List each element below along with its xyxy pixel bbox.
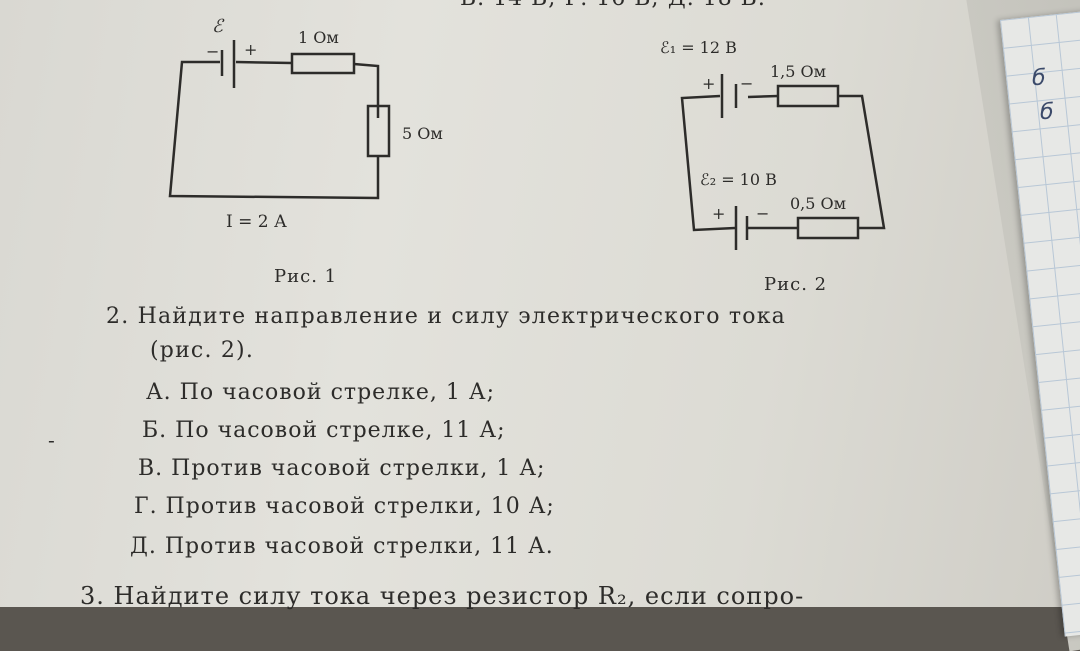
fig2-battery2-minus: − — [756, 204, 770, 223]
fig2-battery2-plus: + — [712, 204, 726, 223]
notebook-handwriting-1: б — [1032, 66, 1046, 91]
fig1-resistor-2 — [366, 104, 391, 158]
fig1-minus-sign: − — [206, 42, 220, 61]
fig1-caption: Рис. 1 — [274, 266, 338, 287]
fig2-wire-top-mid — [747, 94, 779, 99]
fig2-wire-left — [680, 94, 736, 232]
fig2-caption: Рис. 2 — [764, 274, 828, 295]
fig1-emf-symbol: ℰ — [212, 16, 223, 37]
question-line-1: 2. Найдите направление и силу электричес… — [106, 304, 786, 329]
fig2-resistor-2-label: 0,5 Ом — [790, 194, 847, 213]
fig1-wire-right-top — [353, 62, 380, 118]
fig1-current-label: I = 2 А — [226, 212, 287, 232]
cut-off-next-question: 3. Найдите силу тока через резистор R₂, … — [80, 582, 805, 610]
answer-option-d: Д. Против часовой стрелки, 11 А. — [130, 534, 554, 559]
fig2-resistor-1-label: 1,5 Ом — [770, 62, 827, 81]
answer-option-b: Б. По часовой стрелке, 11 А; — [142, 418, 506, 443]
fig2-wire-right — [838, 94, 886, 230]
fig2-resistor-2 — [796, 216, 860, 240]
fig2-battery1-minus: − — [740, 74, 754, 93]
answer-option-v: В. Против часовой стрелки, 1 А; — [138, 456, 546, 481]
cut-off-answers-line: В. 14 В; Г. 16 В; Д. 18 В. — [460, 0, 766, 11]
fig1-resistor-1-label: 1 Ом — [298, 28, 339, 47]
fig2-battery1-plus: + — [702, 74, 716, 93]
figure-2-circuit — [680, 74, 886, 250]
question-line-2: (рис. 2). — [150, 338, 255, 363]
fig2-resistor-1 — [776, 84, 840, 108]
fig1-plus-sign: + — [244, 40, 258, 59]
fig1-wire-battery-resistor — [235, 60, 293, 65]
figure-1-circuit — [168, 40, 391, 200]
fig1-resistor-2-label: 5 Ом — [402, 124, 443, 143]
answer-option-g: Г. Против часовой стрелки, 10 А; — [134, 494, 555, 519]
fig1-resistor-1 — [290, 52, 356, 75]
fig2-emf2-label: ℰ₂ = 10 В — [700, 170, 777, 189]
answer-option-a: А. По часовой стрелке, 1 А; — [146, 380, 495, 405]
fig2-emf1-label: ℰ₁ = 12 В — [660, 38, 737, 57]
notebook-handwriting-2: б — [1040, 100, 1054, 125]
margin-mark: - — [48, 428, 55, 452]
circuit-diagrams — [168, 40, 886, 250]
fig1-wire-left-bottom — [168, 60, 380, 200]
